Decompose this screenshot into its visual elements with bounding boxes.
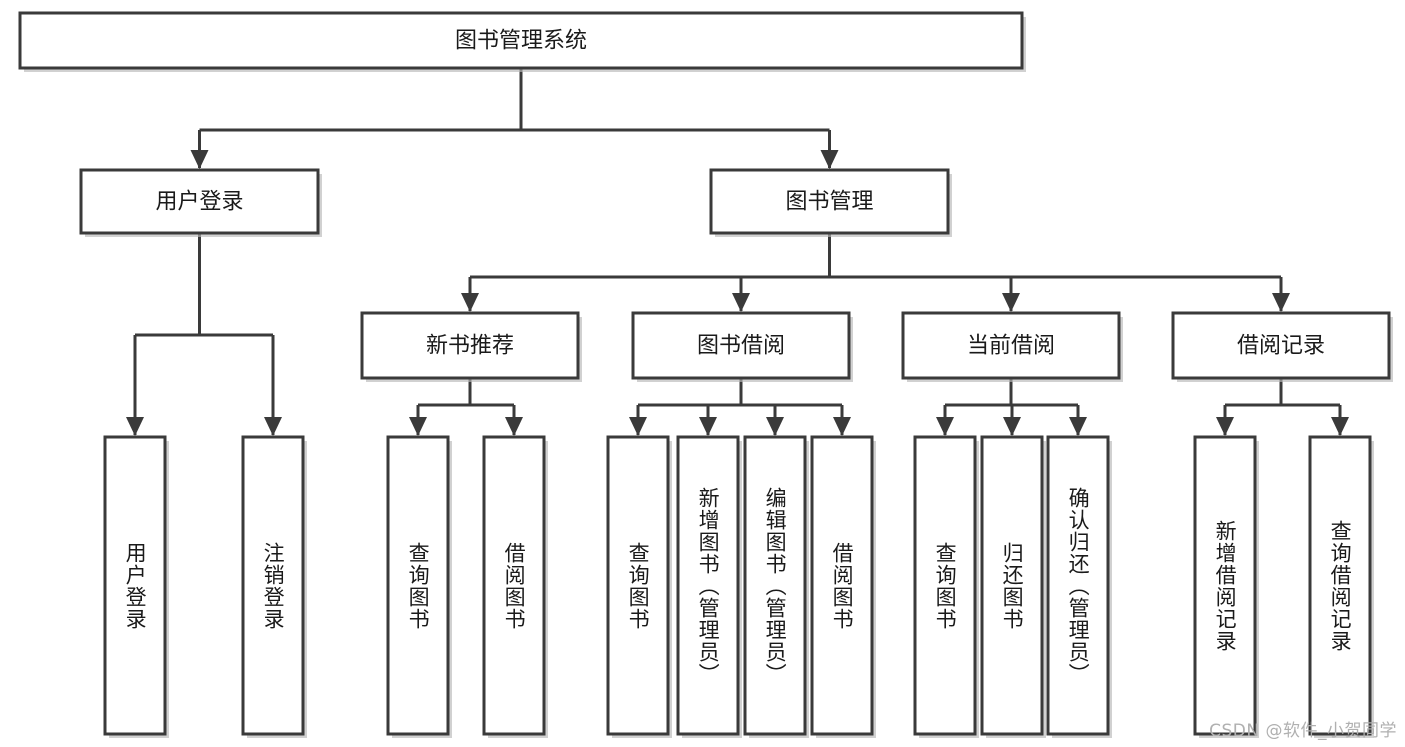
node-label-book-manage: 图书管理 <box>785 190 873 215</box>
node-box-book-borrow[interactable] <box>631 311 851 380</box>
node-box-user-logout[interactable] <box>241 435 305 736</box>
node-box-query-borrow-record[interactable] <box>1308 435 1372 736</box>
arrow-head-icon-current-borrow <box>1002 293 1020 312</box>
node-label-user-login: 用户登录 <box>155 190 243 215</box>
arrow-head-icon-query-book-3 <box>936 417 954 436</box>
arrow-head-icon-return-book <box>1003 417 1021 436</box>
arrow-head-icon-borrow-book-2 <box>833 417 851 436</box>
node-box-current-borrow[interactable] <box>901 311 1121 380</box>
node-box-edit-book-admin[interactable] <box>743 435 807 736</box>
node-label-root: 图书管理系统 <box>455 29 587 54</box>
arrow-head-icon-book-manage <box>820 150 839 169</box>
node-box-query-book-1[interactable] <box>386 435 450 736</box>
arrow-head-icon-confirm-return-admin <box>1069 417 1087 436</box>
arrow-head-icon-add-borrow-record <box>1216 417 1234 436</box>
node-box-root[interactable] <box>18 11 1024 70</box>
arrow-head-icon-query-book-2 <box>629 417 647 436</box>
node-box-user-login[interactable] <box>79 168 320 235</box>
arrow-head-icon-query-borrow-record <box>1331 417 1349 436</box>
node-label-book-borrow: 图书借阅 <box>697 334 785 359</box>
arrow-head-icon-borrow-record <box>1272 293 1290 312</box>
arrow-head-icon-user-login <box>190 150 209 169</box>
node-label-new-book-recommend: 新书推荐 <box>426 334 514 359</box>
arrow-head-icon-user-login-do <box>126 417 144 436</box>
arrow-head-icon-book-borrow <box>732 293 750 312</box>
node-box-borrow-book-1[interactable] <box>482 435 546 736</box>
node-box-book-manage[interactable] <box>709 168 950 235</box>
node-label-current-borrow: 当前借阅 <box>967 334 1055 359</box>
arrow-head-icon-add-book-admin <box>699 417 717 436</box>
node-box-user-login-do[interactable] <box>103 435 167 736</box>
arrow-head-icon-new-book-recommend <box>461 293 479 312</box>
node-box-add-borrow-record[interactable] <box>1193 435 1257 736</box>
arrow-head-icon-user-logout <box>264 417 282 436</box>
node-label-borrow-record: 借阅记录 <box>1237 334 1325 359</box>
node-box-borrow-book-2[interactable] <box>810 435 874 736</box>
watermark-text: CSDN @软件_小贺同学 <box>1209 721 1397 741</box>
node-box-add-book-admin[interactable] <box>676 435 740 736</box>
node-box-confirm-return-admin[interactable] <box>1046 435 1110 736</box>
node-box-query-book-2[interactable] <box>606 435 670 736</box>
node-box-return-book[interactable] <box>980 435 1044 736</box>
arrow-head-icon-borrow-book-1 <box>505 417 523 436</box>
arrow-head-icon-edit-book-admin <box>766 417 784 436</box>
node-box-query-book-3[interactable] <box>913 435 977 736</box>
node-box-new-book-recommend[interactable] <box>360 311 580 380</box>
arrow-head-icon-query-book-1 <box>409 417 427 436</box>
node-box-borrow-record[interactable] <box>1171 311 1391 380</box>
